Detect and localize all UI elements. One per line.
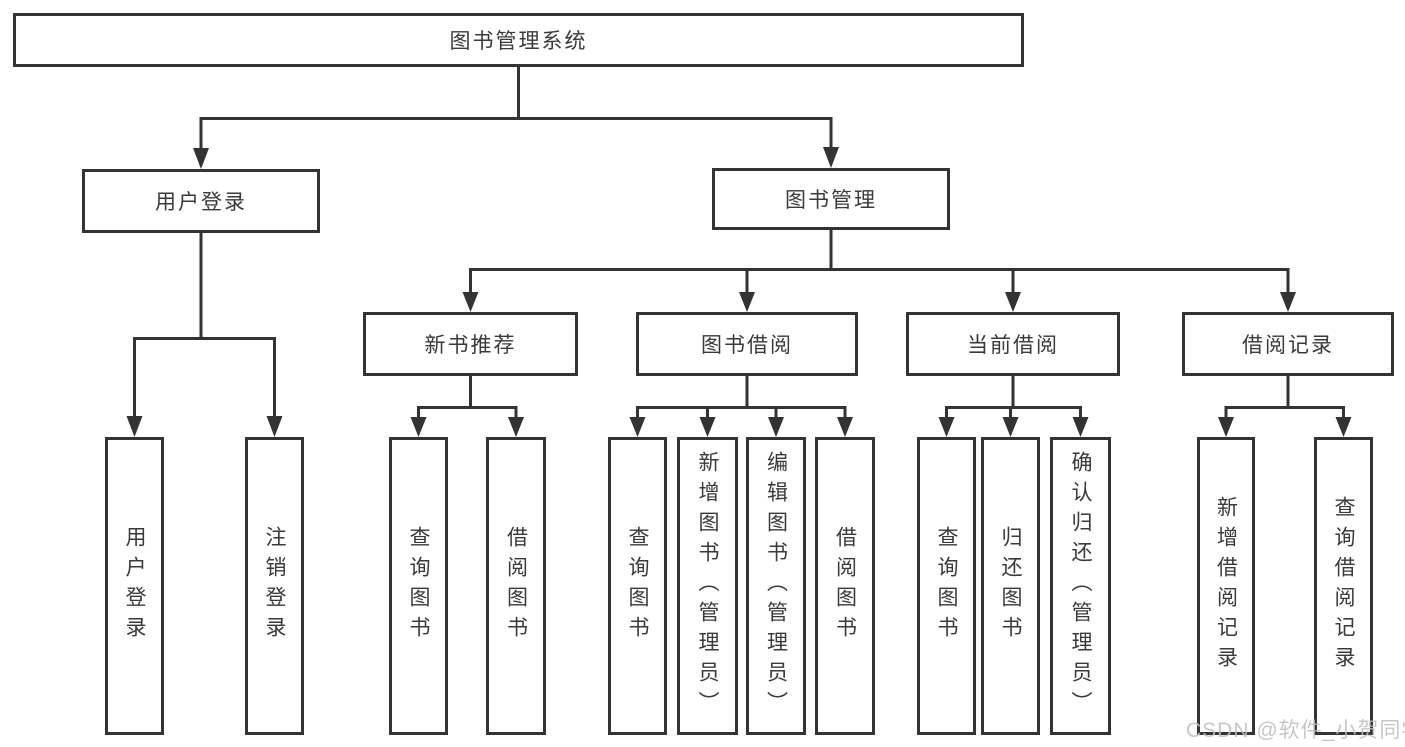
leaf-label: 查询图书 — [626, 526, 649, 646]
node-root-system: 图书管理系统 — [13, 13, 1024, 67]
leaf-edit-books-admin: 编辑图书（管理员） — [746, 437, 806, 735]
leaf-query-books-1: 查询图书 — [389, 437, 448, 735]
leaf-label: 新增借阅记录 — [1214, 496, 1238, 676]
leaf-user-login: 用户登录 — [105, 437, 164, 735]
leaf-confirm-return-admin: 确认归还（管理员） — [1050, 437, 1111, 735]
leaf-label: 注销登录 — [263, 526, 286, 646]
node-borrowing-records: 借阅记录 — [1182, 312, 1394, 376]
leaf-label: 用户登录 — [123, 526, 146, 646]
connector-mgmt-split — [462, 230, 1296, 312]
node-label: 借阅记录 — [1242, 334, 1334, 357]
node-book-management-branch: 图书管理 — [712, 168, 950, 230]
leaf-add-books-admin: 新增图书（管理员） — [677, 437, 738, 735]
leaf-query-borrow-record: 查询借阅记录 — [1314, 437, 1373, 735]
leaf-logout: 注销登录 — [245, 437, 304, 735]
leaf-label: 确认归还（管理员） — [1069, 451, 1092, 721]
leaf-add-borrow-record: 新增借阅记录 — [1197, 437, 1255, 735]
node-label: 当前借阅 — [967, 334, 1059, 357]
node-user-login-branch: 用户登录 — [82, 169, 320, 233]
connector-newrec-split — [410, 376, 524, 437]
leaf-label: 编辑图书（管理员） — [764, 451, 788, 721]
leaf-label: 归还图书 — [999, 526, 1022, 646]
connector-borrow-split — [629, 376, 853, 437]
leaf-return-books: 归还图书 — [981, 437, 1040, 735]
leaf-label: 新增图书（管理员） — [696, 451, 719, 721]
node-label: 用户登录 — [155, 191, 247, 214]
leaf-label: 借阅图书 — [833, 526, 857, 646]
connector-current-split — [938, 376, 1089, 437]
leaf-query-books-2: 查询图书 — [608, 437, 667, 735]
leaf-label: 查询图书 — [407, 526, 430, 646]
leaf-borrow-books-2: 借阅图书 — [815, 437, 875, 735]
leaf-query-books-3: 查询图书 — [917, 437, 976, 735]
leaf-label: 借阅图书 — [504, 526, 528, 646]
connector-root-split — [193, 67, 839, 169]
node-label: 图书管理 — [785, 189, 877, 212]
leaf-label: 查询图书 — [935, 526, 958, 646]
node-book-borrowing: 图书借阅 — [636, 312, 858, 376]
connector-login-split — [126, 233, 283, 437]
csdn-watermark: CSDN @软件_小贺同学 — [1186, 719, 1405, 742]
leaf-borrow-books-1: 借阅图书 — [486, 437, 546, 735]
node-root-label: 图书管理系统 — [449, 30, 588, 53]
leaf-label: 查询借阅记录 — [1332, 496, 1355, 676]
node-new-book-recommend: 新书推荐 — [363, 312, 578, 376]
node-label: 图书借阅 — [701, 334, 793, 357]
node-current-borrowing: 当前借阅 — [906, 312, 1120, 376]
node-label: 新书推荐 — [424, 334, 517, 357]
connector-records-split — [1218, 376, 1352, 437]
